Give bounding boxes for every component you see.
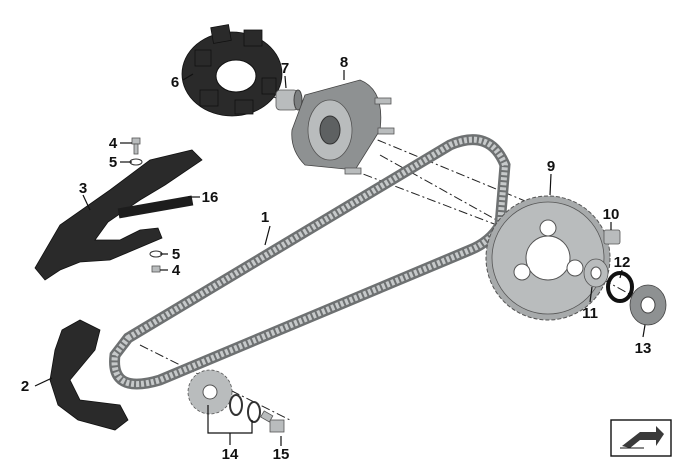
callout-labels: 1 2 3 4 4 5 5 6 7 8 9 10 11 12 13 14 15 … xyxy=(21,54,652,462)
callout-13: 13 xyxy=(635,340,652,357)
callout-9: 9 xyxy=(547,158,555,175)
rear-sprocket xyxy=(485,195,611,321)
callout-2: 2 xyxy=(21,378,29,395)
callout-11: 11 xyxy=(582,305,598,322)
bolt-upper xyxy=(131,137,141,155)
cush-drive-rubber xyxy=(181,24,283,117)
catalog-page-icon xyxy=(610,419,672,457)
chain-slider xyxy=(34,149,203,281)
callout-16: 16 xyxy=(202,189,219,206)
callout-6: 6 xyxy=(171,74,179,91)
drive-chain xyxy=(109,134,511,390)
callout-5a: 5 xyxy=(109,154,117,171)
front-sprocket xyxy=(187,369,233,415)
sprocket-bolt xyxy=(260,410,285,433)
spacer-washer xyxy=(583,258,609,288)
drive-flange xyxy=(291,79,395,175)
hub-nut xyxy=(603,229,621,245)
callout-4b: 4 xyxy=(172,262,181,279)
callout-7: 7 xyxy=(281,60,289,77)
chain-guide xyxy=(49,319,129,431)
callout-14: 14 xyxy=(222,446,239,462)
callout-5b: 5 xyxy=(172,246,180,263)
callout-15: 15 xyxy=(273,446,290,462)
callout-3: 3 xyxy=(79,180,87,197)
collar-nut xyxy=(629,284,667,326)
sprocket-washers xyxy=(229,394,261,423)
spacer-sleeve xyxy=(275,89,303,111)
bolt-lower xyxy=(151,265,161,273)
callout-1: 1 xyxy=(261,209,269,226)
callout-8: 8 xyxy=(340,54,348,71)
callout-12: 12 xyxy=(614,254,631,271)
callout-4a: 4 xyxy=(109,135,118,152)
shaft-seal xyxy=(606,271,634,303)
leader-lines xyxy=(34,70,646,446)
callout-10: 10 xyxy=(603,206,620,223)
